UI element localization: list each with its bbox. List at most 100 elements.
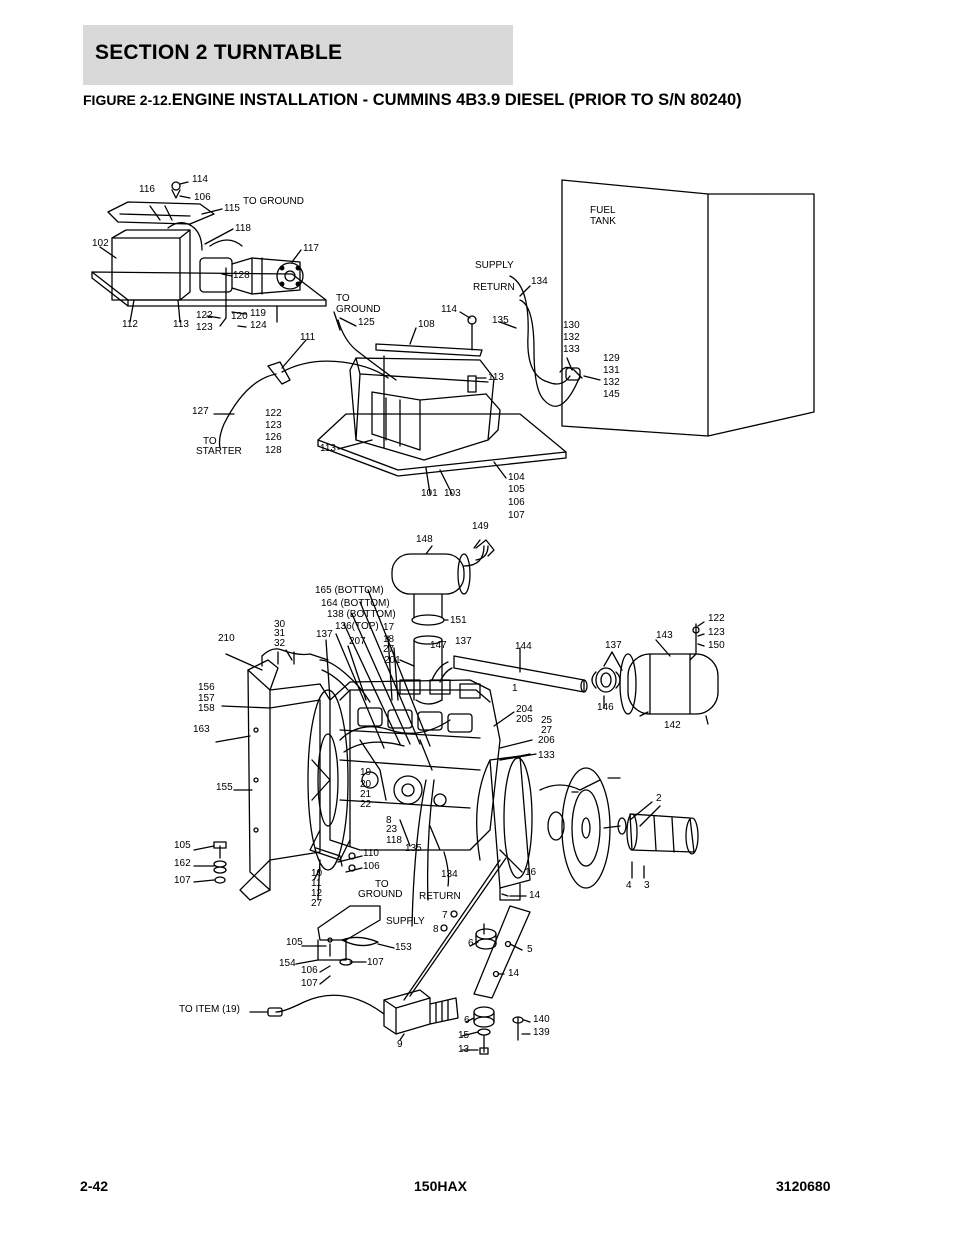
- page-number: 2-42: [80, 1178, 109, 1194]
- callout-label: 9: [397, 1039, 403, 1050]
- callout-label: 130: [563, 320, 580, 331]
- callout-label: 142: [664, 720, 681, 731]
- callout-label: 108: [418, 319, 435, 330]
- callout-label: 133: [538, 750, 555, 761]
- callout-label: 2: [656, 793, 662, 804]
- callout-label: GROUND: [336, 304, 380, 315]
- callout-label: 147: [430, 640, 447, 651]
- callout-label: 125: [358, 317, 375, 328]
- section-title: SECTION 2 TURNTABLE: [95, 41, 343, 64]
- callout-label: 102: [92, 238, 109, 249]
- callout-label: 10: [311, 868, 323, 879]
- callout-label: 105: [508, 484, 525, 495]
- callout-label: 155: [216, 782, 233, 793]
- callout-label: 31: [274, 628, 286, 639]
- callout-label: 136(TOP): [335, 621, 379, 632]
- callout-label: 207: [349, 636, 366, 647]
- callout-label: 32: [274, 638, 286, 649]
- callout-label: 27: [383, 644, 395, 655]
- callout-label: RETURN: [473, 282, 515, 293]
- callout-label: 1: [512, 683, 518, 694]
- callout-label: 107: [301, 978, 318, 989]
- callout-label: 149: [472, 521, 489, 532]
- callout-label: 27: [311, 898, 323, 909]
- callout-label: 162: [174, 858, 191, 869]
- callout-label: 3: [644, 880, 650, 891]
- callout-label: 133: [563, 344, 580, 355]
- callout-label: 120: [231, 311, 248, 322]
- callout-label: 201: [384, 655, 401, 666]
- figure-number: FIGURE 2-12.: [83, 92, 172, 108]
- callout-label: 114: [441, 304, 457, 315]
- callout-label: 14: [529, 890, 541, 901]
- callout-label: 25: [541, 715, 553, 726]
- callout-label: 105: [174, 840, 191, 851]
- callout-label: 117: [303, 243, 319, 254]
- callout-label: 143: [656, 630, 673, 641]
- callout-label: 8: [433, 924, 439, 935]
- callout-label: 107: [174, 875, 191, 886]
- callout-label: 7: [442, 910, 448, 921]
- callout-label: 14: [508, 968, 520, 979]
- callout-label: 103: [444, 488, 461, 499]
- callout-label: 114: [192, 174, 208, 185]
- callout-label: 119: [250, 308, 266, 319]
- callout-label: 107: [367, 957, 384, 968]
- callout-label: 15: [458, 1030, 470, 1041]
- callout-label: 135: [492, 315, 509, 326]
- callout-label: SUPPLY: [475, 260, 514, 271]
- callout-label: 4: [626, 880, 632, 891]
- callout-label: SUPPLY: [386, 916, 425, 927]
- callout-label: 206: [538, 735, 555, 746]
- callout-label: TANK: [590, 216, 616, 227]
- callout-label: 106: [194, 192, 211, 203]
- callout-label: 123: [708, 627, 725, 638]
- callout-label: 129: [603, 353, 620, 364]
- battery-box-assembly: [91, 181, 327, 328]
- callout-label: TO GROUND: [243, 196, 304, 207]
- callout-label: 12: [311, 888, 323, 899]
- callout-label: 132: [563, 332, 580, 343]
- callout-label: 104: [508, 472, 525, 483]
- diagram-linework: [91, 179, 815, 1055]
- callout-label: 106: [301, 965, 318, 976]
- callout-label: 122: [265, 408, 282, 419]
- callout-label: 124: [250, 320, 267, 331]
- callout-label: 13: [458, 1044, 470, 1055]
- callout-label: 137: [605, 640, 622, 651]
- callout-label: 113: [173, 319, 189, 330]
- callout-label: 112: [122, 319, 138, 330]
- callout-label: 153: [395, 942, 412, 953]
- callout-label: GROUND: [358, 889, 402, 900]
- callout-label: TO ITEM (19): [179, 1004, 240, 1015]
- callout-label: 154: [279, 958, 296, 969]
- figure-caption: ENGINE INSTALLATION - CUMMINS 4B3.9 DIES…: [171, 91, 742, 109]
- callout-label: 135: [405, 843, 422, 854]
- callout-label: 115: [224, 203, 240, 214]
- callout-label: 113: [320, 443, 336, 454]
- callout-label: 11: [311, 878, 322, 889]
- callout-label: 151: [450, 615, 467, 626]
- callout-label: 106: [363, 861, 380, 872]
- callout-label: 210: [218, 633, 235, 644]
- callout-label: 128: [233, 270, 250, 281]
- callout-label: 110: [363, 848, 379, 859]
- callout-label: 30: [274, 619, 286, 630]
- callout-label: TO: [203, 436, 217, 447]
- callout-label: 134: [441, 869, 458, 880]
- callout-label: 165 (BOTTOM): [315, 585, 384, 596]
- callout-label: 127: [192, 406, 209, 417]
- callout-label: 123: [265, 420, 282, 431]
- callout-label: 134: [531, 276, 548, 287]
- flywheel-housing-pump: [476, 753, 699, 901]
- callout-label: 18: [383, 634, 395, 645]
- callout-label: STARTER: [196, 446, 242, 457]
- callout-label: 137: [455, 636, 472, 647]
- callout-label: 146: [597, 702, 614, 713]
- callout-label: 137: [316, 629, 333, 640]
- callout-label: RETURN: [419, 891, 461, 902]
- callout-label: 132: [603, 377, 620, 388]
- part-number: 3120680: [776, 1178, 831, 1194]
- callout-label: 101: [421, 488, 438, 499]
- callout-label: 150: [708, 640, 725, 651]
